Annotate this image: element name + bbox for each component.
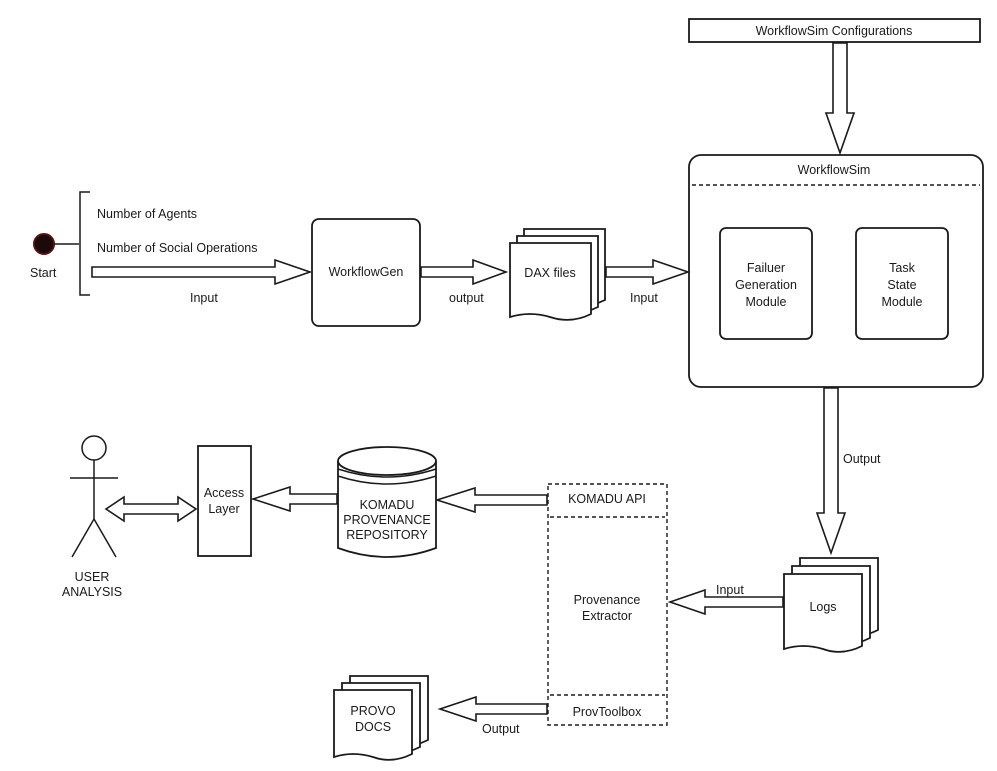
task-module-line-3: Module bbox=[882, 295, 923, 309]
logs-input-arrow bbox=[667, 588, 784, 616]
social-operations-parameter: Number of Social Operations bbox=[97, 241, 258, 255]
config-arrow bbox=[824, 42, 856, 156]
start-label: Start bbox=[30, 266, 57, 280]
output-arrow-label: output bbox=[449, 291, 484, 305]
task-module-line-2: State bbox=[887, 278, 916, 292]
logs-page-1 bbox=[783, 573, 863, 653]
output-arrow bbox=[420, 258, 509, 286]
agents-parameter: Number of Agents bbox=[97, 207, 197, 221]
dax-files: DAX files bbox=[509, 228, 606, 321]
access-layer-line-1: Access bbox=[204, 486, 244, 500]
user-access-double-arrow bbox=[104, 495, 198, 523]
toolbox-output-label: Output bbox=[482, 722, 520, 736]
provo-label-line-2: DOCS bbox=[355, 720, 391, 734]
workflowgen-box bbox=[311, 218, 421, 327]
start-node: Start bbox=[30, 233, 79, 280]
failure-module-box bbox=[719, 227, 813, 340]
user-right-leg bbox=[93, 518, 117, 558]
sim-output-arrow bbox=[815, 387, 847, 556]
logs-input-label: Input bbox=[716, 583, 744, 597]
user-left-leg bbox=[71, 518, 95, 558]
repository-label-line-1: KOMADU bbox=[360, 498, 415, 512]
repository-cylinder: KOMADU PROVENANCE REPOSITORY bbox=[337, 446, 437, 558]
extractor-box bbox=[547, 483, 668, 726]
dax-page-1 bbox=[509, 242, 592, 321]
input-arrow bbox=[91, 258, 313, 286]
access-layer-line-2: Layer bbox=[208, 502, 239, 516]
dax-input-arrow-label: Input bbox=[630, 291, 658, 305]
failure-module-line-3: Module bbox=[746, 295, 787, 309]
user-figure: USER ANALYSIS bbox=[62, 435, 122, 599]
input-parameters: Number of Agents Number of Social Operat… bbox=[79, 191, 258, 296]
repository-ring-1 bbox=[337, 468, 437, 478]
provo-label-line-1: PROVO bbox=[350, 704, 395, 718]
workflowgen-label: WorkflowGen bbox=[329, 265, 404, 279]
failure-module-line-1: Failuer bbox=[747, 261, 785, 275]
user-label-line-2: ANALYSIS bbox=[62, 585, 122, 599]
logs-files: Logs bbox=[783, 557, 879, 653]
task-module-line-1: Task bbox=[889, 261, 915, 275]
repository-to-access-arrow bbox=[250, 485, 338, 513]
logs-label: Logs bbox=[809, 600, 836, 614]
user-label-line-1: USER bbox=[75, 570, 110, 584]
repository-top bbox=[337, 446, 437, 476]
repository-body bbox=[337, 461, 437, 558]
repository-ring-2 bbox=[337, 475, 437, 485]
dax-input-arrow bbox=[605, 258, 691, 286]
repository-label-line-3: REPOSITORY bbox=[346, 528, 428, 542]
provo-docs: PROVO DOCS bbox=[333, 675, 429, 761]
input-arrow-label: Input bbox=[190, 291, 218, 305]
user-head bbox=[81, 435, 107, 461]
komadu-api-label: KOMADU API bbox=[568, 492, 646, 506]
toolbox-output-arrow bbox=[437, 695, 548, 723]
sim-output-label: Output bbox=[843, 452, 881, 466]
task-module-box bbox=[855, 227, 949, 340]
config-box bbox=[688, 18, 981, 43]
extractor-label-line-1: Provenance bbox=[574, 593, 641, 607]
failure-module-line-2: Generation bbox=[735, 278, 797, 292]
repository-label-line-2: PROVENANCE bbox=[343, 513, 431, 527]
dax-files-label: DAX files bbox=[524, 266, 575, 280]
start-circle bbox=[33, 233, 55, 255]
workflowsim-title: WorkflowSim bbox=[798, 163, 871, 177]
config-label: WorkflowSim Configurations bbox=[756, 24, 913, 38]
extractor-label-line-2: Extractor bbox=[582, 609, 632, 623]
provtoolbox-label: ProvToolbox bbox=[573, 705, 643, 719]
provo-page-1 bbox=[333, 689, 413, 761]
access-layer-box bbox=[197, 445, 252, 557]
input-bracket bbox=[79, 191, 90, 296]
api-to-repository-arrow bbox=[434, 486, 548, 514]
